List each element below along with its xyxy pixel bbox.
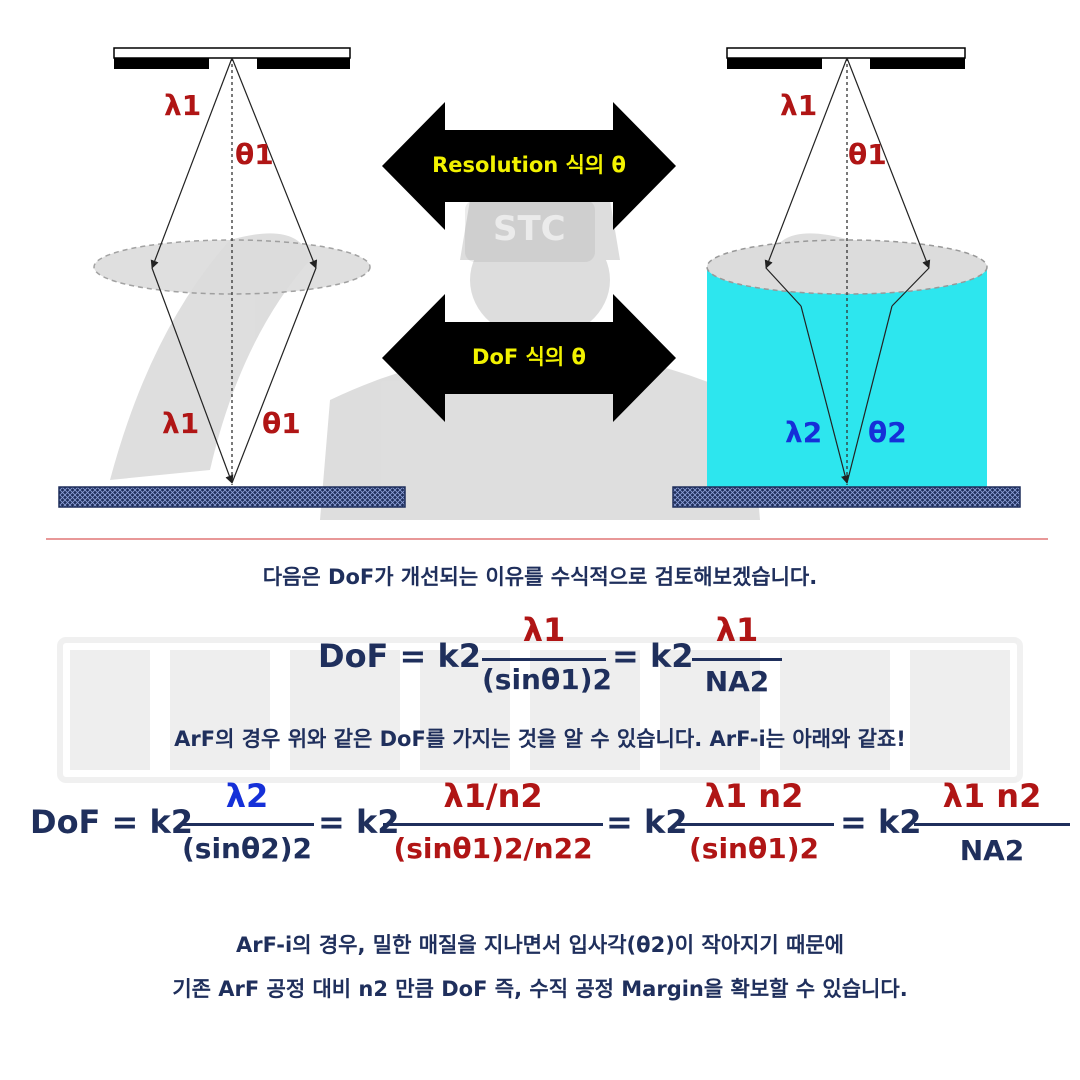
formula1-numerator-2: λ1 — [715, 611, 759, 649]
arf-note-text: ArF의 경우 위와 같은 DoF를 가지는 것을 알 수 있습니다. ArF-… — [174, 727, 906, 751]
formula2-numerator-3: λ1 n2 — [704, 777, 804, 815]
left-mask-chrome-left — [114, 58, 209, 69]
right-lens — [706, 239, 988, 295]
left-theta-top-label: θ1 — [235, 138, 274, 171]
formula1-denominator-1: (sinθ1)2 — [482, 663, 612, 696]
conclusion-line-1: ArF-i의 경우, 밀한 매질을 지나면서 입사각(θ2)이 작아지기 때문에 — [236, 933, 844, 957]
formula1-denominator-2: NA2 — [704, 665, 770, 698]
formula2-fraction-bar-1 — [180, 823, 314, 826]
formula2-denominator-3: (sinθ1)2 — [689, 832, 819, 865]
formula2-equals-3: = k2 — [606, 803, 688, 841]
intro-text: 다음은 DoF가 개선되는 이유를 수식적으로 검토해보겠습니다. — [262, 565, 818, 589]
dof-double-arrow — [382, 294, 676, 422]
left-wafer — [58, 486, 406, 508]
right-optical-system — [672, 47, 1021, 508]
formula2-numerator-1: λ2 — [225, 777, 269, 815]
right-lambda-top-label: λ1 — [780, 89, 818, 122]
formula2-lhs: DoF = k2 — [30, 803, 194, 841]
dof-arrow-label: DoF 식의 θ — [472, 345, 586, 369]
resolution-arrow-label: Resolution 식의 θ — [432, 153, 626, 177]
left-lambda-bottom-label: λ1 — [162, 407, 200, 440]
formula1-lhs: DoF = k2 — [318, 637, 482, 675]
formula2-numerator-4: λ1 n2 — [942, 777, 1042, 815]
right-mask — [726, 47, 966, 59]
formula2-fraction-bar-2 — [383, 823, 603, 826]
formula2-denominator-4: NA2 — [959, 834, 1025, 867]
left-lens — [93, 239, 371, 295]
formula1-fraction-bar-2 — [692, 658, 782, 661]
left-theta-bottom-label: θ1 — [262, 407, 301, 440]
formula2-equals-4: = k2 — [840, 803, 922, 841]
left-mask-chrome-right — [257, 58, 350, 69]
formula2-equals-2: = k2 — [318, 803, 400, 841]
conclusion-line-2: 기존 ArF 공정 대비 n2 만큼 DoF 즉, 수직 공정 Margin을 … — [172, 977, 908, 1001]
right-mask-chrome-left — [727, 58, 822, 69]
right-theta-bottom-label: θ2 — [868, 416, 907, 449]
formula2-denominator-2: (sinθ1)2/n22 — [393, 832, 593, 865]
right-theta-top-label: θ1 — [848, 138, 887, 171]
formula1-fraction-bar-1 — [482, 658, 606, 661]
left-mask — [113, 47, 351, 59]
left-lambda-top-label: λ1 — [164, 89, 202, 122]
right-wafer — [672, 486, 1021, 508]
formula2-fraction-bar-4 — [914, 823, 1070, 826]
watermark-banner — [57, 637, 1023, 783]
left-optical-system — [58, 47, 406, 508]
watermark-logo-text: STC — [493, 209, 566, 249]
formula1-equals-k2: = k2 — [612, 637, 694, 675]
right-mask-chrome-right — [870, 58, 965, 69]
resolution-double-arrow — [382, 102, 676, 230]
formula2-denominator-1: (sinθ2)2 — [182, 832, 312, 865]
right-lambda-bottom-label: λ2 — [785, 416, 823, 449]
formula1-numerator-1: λ1 — [522, 611, 566, 649]
formula2-fraction-bar-3 — [674, 823, 834, 826]
formula2-numerator-2: λ1/n2 — [443, 777, 543, 815]
